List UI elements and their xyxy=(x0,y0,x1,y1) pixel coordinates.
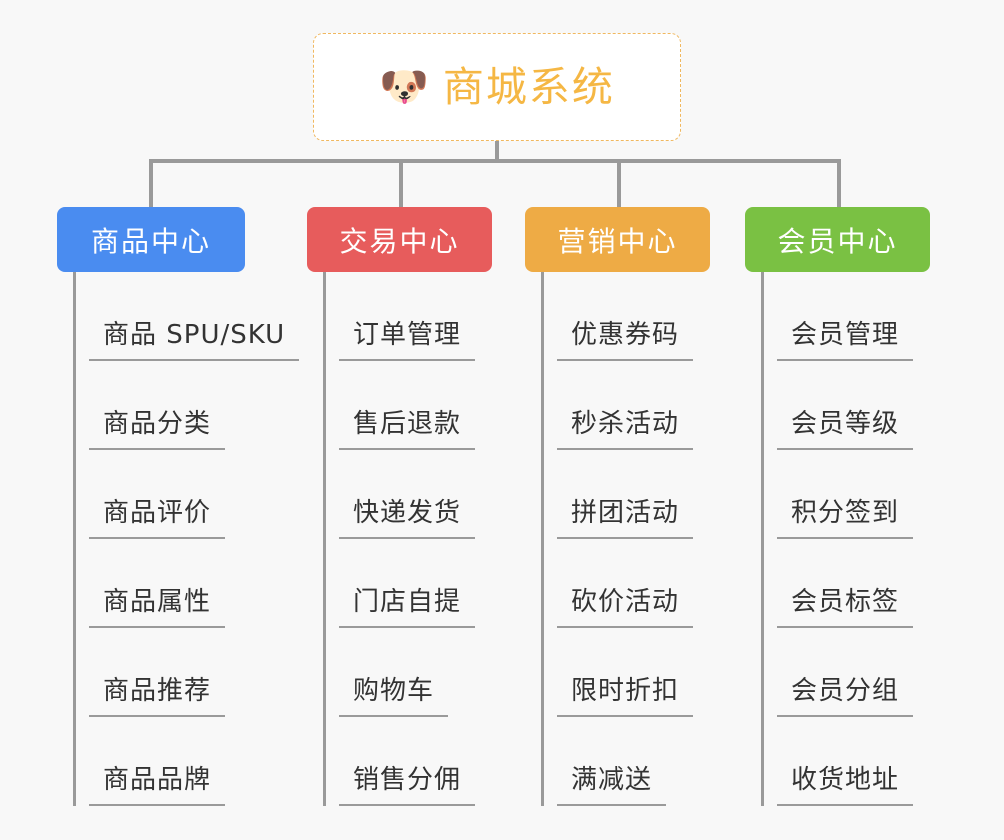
leaf-list-member-center: 会员管理 会员等级 积分签到 会员标签 会员分组 收货地址 xyxy=(745,272,930,806)
leaf-label: 商品评价 xyxy=(89,498,226,539)
column-trunk-line xyxy=(73,272,76,806)
leaf-item[interactable]: 积分签到 xyxy=(745,450,930,539)
leaf-label: 会员管理 xyxy=(777,320,914,361)
leaf-label: 会员标签 xyxy=(777,587,914,628)
leaf-item[interactable]: 砍价活动 xyxy=(525,539,710,628)
leaf-item[interactable]: 门店自提 xyxy=(307,539,492,628)
leaf-label: 门店自提 xyxy=(339,587,476,628)
category-column-trade-center: 交易中心 订单管理 售后退款 快递发货 门店自提 购物车 销售分佣 xyxy=(307,207,492,806)
leaf-item[interactable]: 会员等级 xyxy=(745,361,930,450)
branch-drop-line-2 xyxy=(399,159,403,207)
category-header-label: 会员中心 xyxy=(777,224,898,258)
leaf-item[interactable]: 会员分组 xyxy=(745,628,930,717)
category-header-label: 商品中心 xyxy=(90,224,211,258)
leaf-label: 订单管理 xyxy=(339,320,476,361)
leaf-label: 会员分组 xyxy=(777,676,914,717)
leaf-item[interactable]: 拼团活动 xyxy=(525,450,710,539)
leaf-label: 商品属性 xyxy=(89,587,226,628)
leaf-label: 优惠券码 xyxy=(557,320,694,361)
category-header-label: 交易中心 xyxy=(339,224,460,258)
leaf-label: 满减送 xyxy=(557,765,667,806)
leaf-label: 快递发货 xyxy=(339,498,476,539)
leaf-item[interactable]: 限时折扣 xyxy=(525,628,710,717)
leaf-item[interactable]: 商品属性 xyxy=(57,539,245,628)
category-header-label: 营销中心 xyxy=(557,224,678,258)
leaf-item[interactable]: 售后退款 xyxy=(307,361,492,450)
dog-face-icon: 🐶 xyxy=(379,64,429,110)
root-stem-line xyxy=(495,141,499,163)
leaf-label: 商品推荐 xyxy=(89,676,226,717)
leaf-label: 购物车 xyxy=(339,676,449,717)
column-trunk-line xyxy=(761,272,764,806)
column-trunk-line xyxy=(323,272,326,806)
branch-drop-line-3 xyxy=(617,159,621,207)
leaf-item[interactable]: 商品分类 xyxy=(57,361,245,450)
category-column-marketing-center: 营销中心 优惠券码 秒杀活动 拼团活动 砍价活动 限时折扣 满减送 xyxy=(525,207,710,806)
leaf-item[interactable]: 收货地址 xyxy=(745,717,930,806)
leaf-list-product-center: 商品 SPU/SKU 商品分类 商品评价 商品属性 商品推荐 商品品牌 xyxy=(57,272,300,806)
leaf-item[interactable]: 订单管理 xyxy=(307,272,492,361)
branch-bus-line xyxy=(149,159,841,163)
leaf-label: 拼团活动 xyxy=(557,498,694,539)
leaf-item[interactable]: 商品品牌 xyxy=(57,717,245,806)
leaf-label: 砍价活动 xyxy=(557,587,694,628)
category-column-product-center: 商品中心 商品 SPU/SKU 商品分类 商品评价 商品属性 商品推荐 商品品牌 xyxy=(57,207,300,806)
leaf-label: 限时折扣 xyxy=(557,676,694,717)
leaf-list-trade-center: 订单管理 售后退款 快递发货 门店自提 购物车 销售分佣 xyxy=(307,272,492,806)
category-column-member-center: 会员中心 会员管理 会员等级 积分签到 会员标签 会员分组 收货地址 xyxy=(745,207,930,806)
leaf-item[interactable]: 购物车 xyxy=(307,628,492,717)
leaf-item[interactable]: 秒杀活动 xyxy=(525,361,710,450)
column-trunk-line xyxy=(541,272,544,806)
leaf-item[interactable]: 销售分佣 xyxy=(307,717,492,806)
leaf-label: 积分签到 xyxy=(777,498,914,539)
leaf-label: 秒杀活动 xyxy=(557,409,694,450)
branch-drop-line-1 xyxy=(149,159,153,207)
leaf-item[interactable]: 商品 SPU/SKU xyxy=(57,272,300,361)
leaf-label: 商品品牌 xyxy=(89,765,226,806)
leaf-item[interactable]: 会员标签 xyxy=(745,539,930,628)
leaf-label: 收货地址 xyxy=(777,765,914,806)
branch-drop-line-4 xyxy=(837,159,841,207)
leaf-item[interactable]: 商品推荐 xyxy=(57,628,245,717)
leaf-label: 会员等级 xyxy=(777,409,914,450)
category-header-member-center[interactable]: 会员中心 xyxy=(745,207,930,272)
leaf-item[interactable]: 会员管理 xyxy=(745,272,930,361)
leaf-label: 售后退款 xyxy=(339,409,476,450)
leaf-item[interactable]: 优惠券码 xyxy=(525,272,710,361)
root-node[interactable]: 🐶 商城系统 xyxy=(313,33,681,141)
leaf-list-marketing-center: 优惠券码 秒杀活动 拼团活动 砍价活动 限时折扣 满减送 xyxy=(525,272,710,806)
leaf-label: 商品 SPU/SKU xyxy=(89,320,300,361)
leaf-label: 销售分佣 xyxy=(339,765,476,806)
leaf-item[interactable]: 满减送 xyxy=(525,717,710,806)
category-header-trade-center[interactable]: 交易中心 xyxy=(307,207,492,272)
category-header-marketing-center[interactable]: 营销中心 xyxy=(525,207,710,272)
root-title: 商城系统 xyxy=(442,62,615,111)
category-header-product-center[interactable]: 商品中心 xyxy=(57,207,245,272)
leaf-item[interactable]: 快递发货 xyxy=(307,450,492,539)
leaf-item[interactable]: 商品评价 xyxy=(57,450,245,539)
leaf-label: 商品分类 xyxy=(89,409,226,450)
